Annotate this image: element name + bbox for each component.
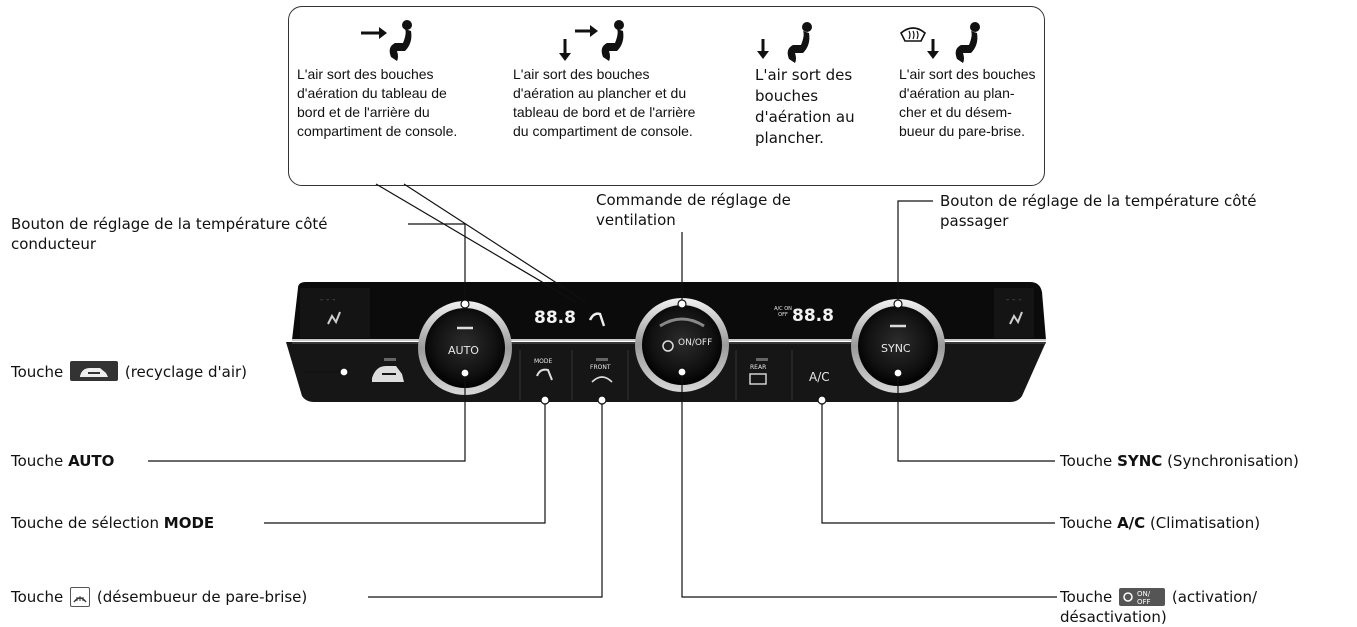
airflow-modes-callout: L'air sort des bouches d'aération du tab…: [288, 6, 1045, 186]
svg-text:OFF: OFF: [1137, 598, 1151, 606]
auto-knob-label: AUTO: [448, 344, 479, 357]
mode-button-label: MODE: [534, 358, 553, 365]
left-temp-display: 88.8: [534, 308, 576, 328]
mode-button-graphic: [536, 368, 553, 381]
recirc-label: Touche (recyclage d'air): [11, 361, 248, 381]
mode-text-line: tableau de bord et de l'arrière: [513, 104, 696, 120]
ac-status-display: A/C ON OFF: [774, 306, 792, 318]
mode-select-label: Touche de sélection MODE: [11, 514, 215, 532]
seat-heater-icon: [327, 311, 341, 325]
mode-text-line: L'air sort des bouches: [899, 66, 1036, 82]
fan-control-label: Commande de réglage de ventilation: [596, 191, 791, 229]
front-button-label: FRONT: [590, 364, 611, 371]
ac-button-label: A/C: [809, 370, 830, 384]
mode-text-line: compartiment de console.: [297, 123, 458, 139]
mode-text-line: bouches: [755, 87, 819, 105]
defrost-label: Touche (désembueur de pare-brise): [11, 587, 308, 607]
mode-text-line: plancher.: [755, 129, 824, 147]
onoff-label: Touche ON/OFF (activation/ désactivation…: [1060, 588, 1258, 626]
display-mode-icon: [588, 312, 606, 327]
mode-text-line: du compartiment de console.: [513, 123, 693, 139]
mode-text-line: d'aération du tableau de: [297, 85, 447, 101]
driver-temp-knob: [418, 301, 512, 395]
sync-knob-label: SYNC: [881, 342, 911, 355]
mode-text-line: d'aération au plan-: [899, 85, 1015, 101]
mode-text-line: L'air sort des bouches: [297, 66, 434, 82]
auto-label: Touche AUTO: [11, 452, 115, 470]
mode-text-line: bueur du pare-brise.: [899, 123, 1026, 139]
mode-text-line: L'air sort des: [755, 66, 853, 84]
mode-text-line: cher et du désem-: [899, 104, 1012, 120]
driver-temp-label: Bouton de réglage de la température côté…: [11, 215, 328, 253]
floor-dash-vent-icon: [559, 20, 624, 61]
recirculation-icon: [372, 358, 404, 382]
passenger-temp-knob: [851, 299, 945, 393]
svg-text:- - -: - - -: [1006, 295, 1021, 305]
rear-defrost-icon: [749, 373, 767, 385]
mode-text-line: bord et de l'arrière du: [297, 104, 430, 120]
svg-text:- - -: - - -: [320, 295, 335, 305]
svg-text:ON/: ON/: [1137, 590, 1151, 598]
defrost-icon: [70, 587, 91, 607]
passenger-temp-label: Bouton de réglage de la température côté…: [940, 192, 1257, 230]
right-temp-display: 88.8: [792, 306, 834, 326]
fan-onoff-icon: ON/OFF: [1119, 588, 1166, 606]
ac-label: Touche A/C (Climatisation): [1060, 514, 1261, 532]
sync-label: Touche SYNC (Synchronisation): [1060, 452, 1299, 470]
mode-text-line: L'air sort des bouches: [513, 66, 650, 82]
mode-text-line: d'aération au plancher et du: [513, 85, 687, 101]
rear-button-label: REAR: [750, 364, 767, 371]
recirculation-icon: [70, 361, 119, 381]
floor-defrost-vent-icon: [900, 22, 980, 63]
dash-vent-icon: [361, 20, 412, 61]
onoff-knob-label: ON/OFF: [678, 338, 713, 348]
defrost-icon: [591, 376, 613, 383]
fan-knob: [635, 298, 729, 392]
floor-vent-icon: [757, 22, 812, 63]
mode-text-line: d'aération au: [755, 108, 855, 126]
seat-heater-icon: [1009, 311, 1023, 325]
